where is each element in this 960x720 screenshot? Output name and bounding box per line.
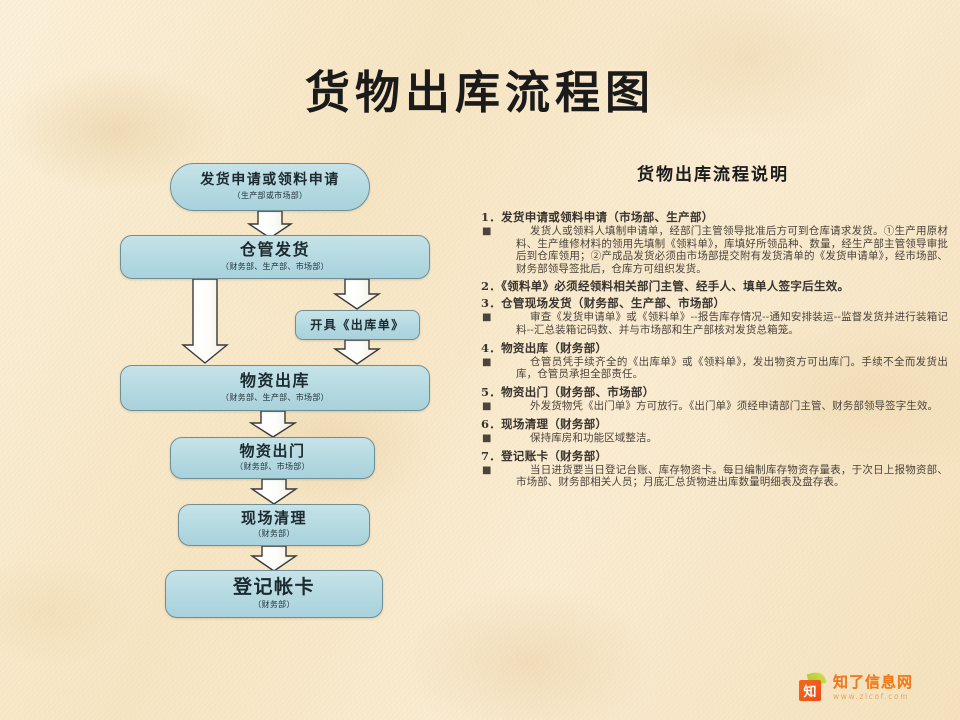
explanation-item-head: 2．《领料单》必须经领料相关部门主管、经手人、填单人签字后生效。	[478, 278, 948, 294]
explanation-item-number: 1．	[481, 210, 502, 224]
explanation-panel: 货物出库流程说明 1．发货申请或领料申请（市场部、生产部） ■ 发货人或领料人填…	[478, 160, 948, 492]
explanation-item-bullet-row: ■ 发货人或领料人填制申请单，经部门主管领导批准后方可到仓库请求发货。①生产用原…	[478, 225, 948, 275]
explanation-item-body: 外发货物凭《出门单》方可放行。《出门单》须经申请部门主管、财务部领导签字生效。	[530, 399, 939, 412]
explanation-item-body: 保持库房和功能区域整洁。	[530, 431, 658, 444]
explanation-item-head: 5．物资出门（财务部、市场部）	[478, 384, 948, 400]
bullet-icon: ■	[482, 356, 492, 368]
flow-node-record-dept: （财务部）	[253, 600, 295, 610]
explanation-item-head: 1．发货申请或领料申请（市场部、生产部）	[478, 209, 948, 225]
arrow-gate-to-clean	[249, 478, 299, 505]
explanation-item-title: 物资出门（财务部、市场部）	[501, 384, 655, 399]
cicada-logo-icon: 知	[795, 670, 827, 704]
logo-site-url: www.zlcof.com	[833, 692, 910, 702]
flow-node-apply-label: 发货申请或领料申请	[200, 172, 340, 189]
arrow-issue-to-slip	[332, 278, 382, 310]
explanation-item-title: 物资出库（财务部）	[501, 340, 608, 355]
explanation-item: 6．现场清理（财务部） ■ 保持库房和功能区域整洁。	[478, 416, 948, 445]
explanation-item-bullet-row: ■ 当日进货要当日登记台账、库存物资卡。每日编制库存物资存量表，于次日上报物资部…	[478, 464, 948, 489]
bullet-icon: ■	[482, 464, 492, 476]
explanation-item-title: 仓管现场发货（财务部、生产部、市场部）	[501, 296, 726, 311]
arrow-apply-to-issue	[246, 210, 294, 239]
explanation-item-head: 3．仓管现场发货（财务部、生产部、市场部）	[478, 295, 948, 311]
flow-node-clean-label: 现场清理	[240, 508, 307, 527]
flow-node-gate-dept: （财务部、市场部）	[235, 462, 310, 472]
explanation-item-head: 6．现场清理（财务部）	[478, 416, 948, 432]
flow-node-out-dept: （财务部、生产部、市场部）	[221, 392, 329, 402]
flow-node-slip-label: 开具《出库单》	[310, 317, 405, 332]
explanation-item: 1．发货申请或领料申请（市场部、生产部） ■ 发货人或领料人填制申请单，经部门主…	[478, 209, 948, 275]
arrow-issue-to-out-left	[181, 278, 229, 364]
flow-node-apply[interactable]: 发货申请或领料申请 （生产部或市场部）	[170, 163, 370, 211]
explanation-item-title: 现场清理（财务部）	[501, 416, 608, 431]
explanation-item-number: 7．	[481, 448, 502, 463]
explanation-item-head: 7．登记账卡（财务部）	[478, 448, 948, 464]
explanation-item-number: 4．	[481, 340, 502, 355]
explanation-item-title: 发货申请或领料申请（市场部、生产部）	[501, 210, 714, 224]
explanation-item-bullet-row: ■ 外发货物凭《出门单》方可放行。《出门单》须经申请部门主管、财务部领导签字生效…	[478, 400, 948, 413]
flow-node-gate-label: 物资出门	[239, 441, 306, 460]
explanation-item: 3．仓管现场发货（财务部、生产部、市场部） ■ 审查《发货申请单》或《领料单》-…	[478, 295, 948, 336]
explanation-item-title: 《领料单》必须经领料相关部门主管、经手人、填单人签字后生效。	[501, 279, 850, 294]
explanation-item-body: 审查《发货申请单》或《领料单》--报告库存情况--通知安排装运--监督发货并进行…	[516, 311, 948, 336]
flow-node-issue[interactable]: 仓管发货 （财务部、生产部、市场部）	[120, 235, 430, 279]
explanation-item-body: 发货人或领料人填制申请单，经部门主管领导批准后方可到仓库请求发货。①生产用原材料…	[516, 225, 948, 275]
flow-node-apply-dept: （生产部或市场部）	[232, 190, 308, 200]
explanation-item-number: 6．	[481, 416, 502, 431]
bullet-icon: ■	[482, 226, 492, 237]
site-watermark-logo[interactable]: 知 知了信息网 www.zlcof.com	[795, 668, 947, 708]
arrow-slip-to-out	[332, 339, 382, 365]
explanation-item-number: 5．	[481, 384, 502, 399]
explanation-item-body: 当日进货要当日登记台账、库存物资卡。每日编制库存物资存量表，于次日上报物资部、市…	[516, 463, 948, 489]
explanation-item-head: 4．物资出库（财务部）	[478, 340, 948, 356]
flow-node-clean-dept: （财务部）	[253, 529, 295, 539]
explanation-item-number: 2．	[481, 279, 502, 294]
arrow-out-to-gate	[248, 410, 298, 438]
flow-node-out-label: 物资出库	[239, 371, 310, 391]
explanation-item-bullet-row: ■ 保持库房和功能区域整洁。	[478, 432, 948, 445]
flow-node-slip[interactable]: 开具《出库单》	[295, 310, 420, 340]
flow-node-issue-dept: （财务部、生产部、市场部）	[221, 261, 329, 271]
flow-node-gate[interactable]: 物资出门 （财务部、市场部）	[170, 437, 375, 479]
flow-node-clean[interactable]: 现场清理 （财务部）	[178, 504, 370, 546]
explanation-item: 7．登记账卡（财务部） ■ 当日进货要当日登记台账、库存物资卡。每日编制库存物资…	[478, 448, 948, 489]
bullet-icon: ■	[482, 312, 492, 324]
logo-mark-char: 知	[799, 680, 821, 701]
explanation-item: 5．物资出门（财务部、市场部） ■ 外发货物凭《出门单》方可放行。《出门单》须经…	[478, 384, 948, 413]
arrow-clean-to-record	[249, 545, 299, 572]
bullet-icon: ■	[482, 432, 492, 444]
flow-arrows-layer	[181, 210, 382, 572]
page-title: 货物出库流程图	[304, 66, 655, 119]
flow-node-record[interactable]: 登记帐卡 （财务部）	[165, 570, 383, 618]
flow-node-out[interactable]: 物资出库 （财务部、生产部、市场部）	[120, 365, 430, 411]
bullet-icon: ■	[482, 400, 492, 412]
flowchart: 发货申请或领料申请 （生产部或市场部） 仓管发货 （财务部、生产部、市场部） 开…	[0, 0, 470, 720]
explanation-item-body: 仓管员凭手续齐全的《出库单》或《领料单》，发出物资方可出库门。手续不全而发货出库…	[516, 355, 948, 381]
explanation-item-bullet-row: ■ 仓管员凭手续齐全的《出库单》或《领料单》，发出物资方可出库门。手续不全而发货…	[478, 356, 948, 381]
logo-text-group: 知了信息网 www.zlcof.com	[827, 675, 913, 701]
explanation-item: 2．《领料单》必须经领料相关部门主管、经手人、填单人签字后生效。	[478, 278, 948, 294]
flow-node-issue-label: 仓管发货	[239, 240, 310, 260]
explanation-item-number: 3．	[481, 296, 502, 311]
explanation-item-title: 登记账卡（财务部）	[501, 448, 608, 463]
logo-site-name: 知了信息网	[833, 673, 914, 692]
explanation-item-bullet-row: ■ 审查《发货申请单》或《领料单》--报告库存情况--通知安排装运--监督发货并…	[478, 311, 948, 336]
explanation-panel-title: 货物出库流程说明	[637, 165, 789, 185]
flow-node-record-label: 登记帐卡	[232, 575, 315, 598]
explanation-item: 4．物资出库（财务部） ■ 仓管员凭手续齐全的《出库单》或《领料单》，发出物资方…	[478, 340, 948, 381]
